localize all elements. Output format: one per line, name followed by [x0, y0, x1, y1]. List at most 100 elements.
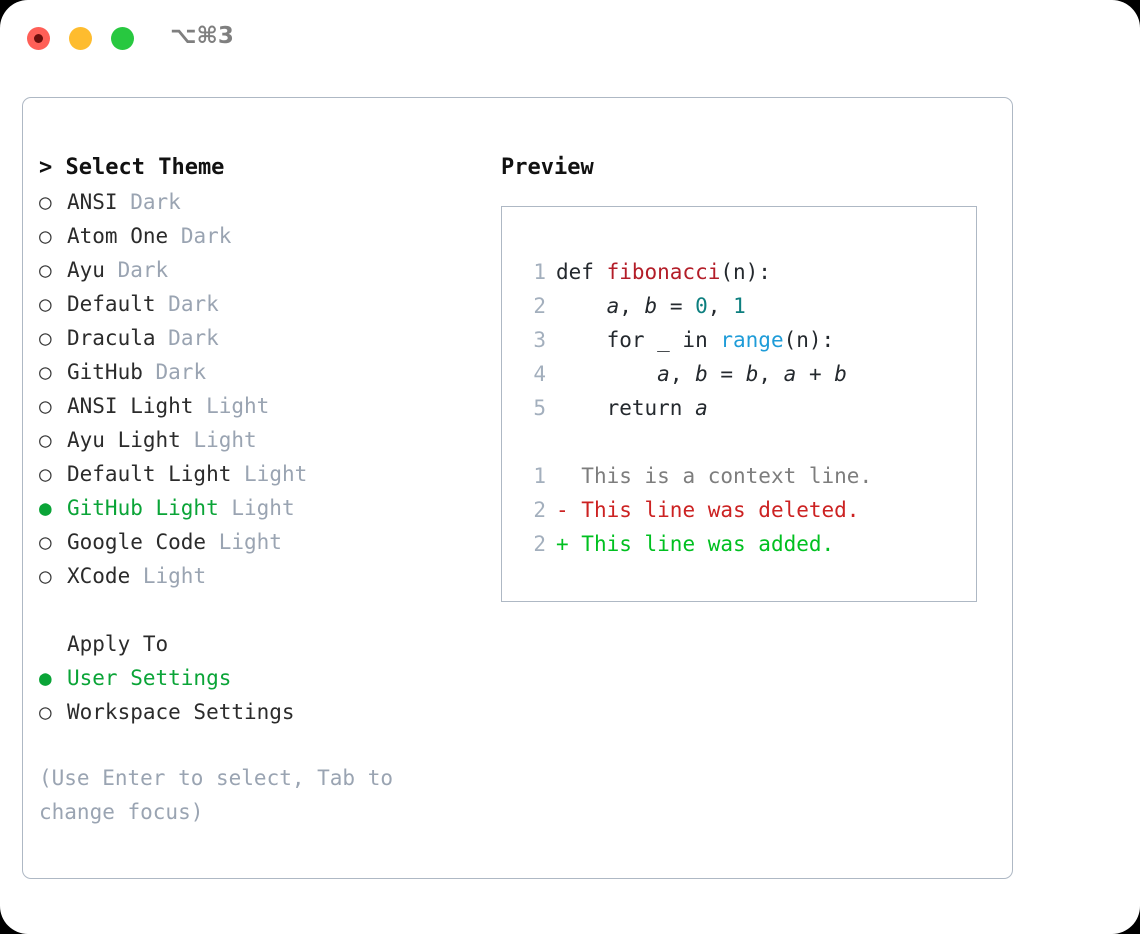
diff-text: This line was deleted.: [568, 498, 860, 522]
theme-category: Light: [193, 428, 257, 452]
diff-marker: +: [556, 532, 569, 556]
theme-list-item[interactable]: ○Dracula Dark: [39, 321, 469, 355]
theme-list-item[interactable]: ● GitHub Light Light: [39, 491, 469, 525]
diff-text: This is a context line.: [568, 464, 873, 488]
theme-category: Light: [231, 496, 295, 520]
theme-name: XCode: [67, 564, 131, 588]
radio-unselected-icon: ○: [39, 564, 52, 588]
code-token: ,: [669, 362, 696, 386]
code-token: ,: [707, 294, 734, 318]
theme-category: Dark: [168, 292, 219, 316]
theme-list-item[interactable]: ○Default Dark: [39, 287, 469, 321]
apply-to-label: Apply To: [67, 632, 169, 656]
code-token: (n):: [783, 328, 835, 352]
theme-name: Ayu Light: [67, 428, 181, 452]
theme-list-item[interactable]: ○Google Code Light: [39, 525, 469, 559]
theme-list-item[interactable]: ○Default Light Light: [39, 457, 469, 491]
code-token: return: [556, 396, 696, 420]
radio-unselected-icon: ○: [39, 326, 52, 350]
code-token: b: [644, 294, 658, 318]
diff-sample: 1 This is a context line.2- This line wa…: [524, 459, 872, 561]
apply-to-option-label: User Settings: [67, 666, 232, 690]
line-number: 2: [533, 294, 546, 318]
diff-marker: [556, 464, 569, 488]
preview-heading: Preview: [501, 155, 594, 180]
code-token: 0: [695, 294, 708, 318]
close-button[interactable]: [27, 27, 50, 50]
spacer: [206, 525, 219, 559]
radio-unselected-icon: ○: [39, 258, 52, 282]
spacer: [156, 287, 169, 321]
code-line: 5 return a: [524, 391, 847, 425]
code-token: fibonacci: [606, 260, 721, 284]
theme-list: ○ANSI Dark○Atom One Dark○Ayu Dark○Defaul…: [39, 185, 469, 593]
line-number: 2: [533, 498, 546, 522]
spacer: [193, 389, 206, 423]
theme-category: Light: [218, 530, 282, 554]
apply-to-option-label: Workspace Settings: [67, 700, 295, 724]
line-number: 1: [533, 464, 546, 488]
content-panel: > Select Theme ○ANSI Dark○Atom One Dark○…: [22, 97, 1013, 879]
spacer: [143, 355, 156, 389]
theme-category: Dark: [168, 326, 219, 350]
radio-unselected-icon: ○: [39, 394, 52, 418]
line-number: 2: [533, 532, 546, 556]
code-token: for _ in: [556, 328, 721, 352]
theme-list-item[interactable]: ○ Ayu Light Light: [39, 423, 469, 457]
select-theme-heading: > Select Theme: [39, 155, 225, 180]
theme-list-item[interactable]: ○ XCode Light: [39, 559, 469, 593]
radio-selected-icon: ●: [39, 666, 52, 690]
code-line: 1 def fibonacci(n):: [524, 255, 847, 289]
theme-name: Default Light: [67, 462, 232, 486]
code-line: 2 a, b = 0, 1: [524, 289, 847, 323]
radio-unselected-icon: ○: [39, 462, 52, 486]
theme-category: Dark: [117, 258, 169, 282]
code-token: +: [796, 362, 835, 386]
code-token: b: [695, 362, 708, 386]
keyboard-hint: (Use Enter to select, Tab to change focu…: [39, 766, 394, 824]
theme-list-item[interactable]: ○ANSI Dark: [39, 185, 469, 219]
theme-name: ANSI: [67, 190, 118, 214]
theme-name: Default: [67, 292, 156, 316]
apply-to-list: ● User Settings ○Workspace Settings: [39, 661, 469, 729]
code-token: =: [657, 294, 696, 318]
line-number: 1: [533, 260, 546, 284]
theme-list-item[interactable]: ○ GitHub Dark: [39, 355, 469, 389]
code-token: a: [657, 362, 670, 386]
diff-text: This line was added.: [568, 532, 835, 556]
code-token: [556, 294, 607, 318]
spacer: [181, 423, 194, 457]
theme-category: Dark: [155, 360, 207, 384]
minimize-button[interactable]: [69, 27, 92, 50]
apply-to-option[interactable]: ● User Settings: [39, 661, 469, 695]
line-number: 4: [533, 362, 546, 386]
line-number: 5: [533, 396, 546, 420]
code-line: 3 for _ in range(n):: [524, 323, 847, 357]
code-token: def: [556, 260, 607, 284]
code-token: [556, 362, 657, 386]
diff-line: 2 + This line was added.: [524, 527, 872, 561]
spacer: [130, 559, 143, 593]
radio-unselected-icon: ○: [39, 360, 52, 384]
code-token: (n):: [720, 260, 771, 284]
radio-unselected-icon: ○: [39, 224, 52, 248]
code-token: =: [707, 362, 746, 386]
code-token: b: [834, 362, 847, 386]
radio-unselected-icon: ○: [39, 530, 52, 554]
theme-name: GitHub Light: [67, 496, 219, 520]
zoom-button[interactable]: [111, 27, 134, 50]
theme-name: Ayu: [67, 258, 105, 282]
theme-category: Light: [206, 394, 270, 418]
theme-category: Light: [142, 564, 207, 588]
theme-list-item[interactable]: ○ANSI Light Light: [39, 389, 469, 423]
code-line: 4 a, b = b, a + b: [524, 357, 847, 391]
spacer: [231, 457, 244, 491]
radio-selected-icon: ●: [39, 496, 52, 520]
apply-to-option[interactable]: ○Workspace Settings: [39, 695, 469, 729]
theme-name: GitHub: [67, 360, 143, 384]
spacer: [219, 491, 232, 525]
radio-unselected-icon: ○: [39, 428, 52, 452]
theme-list-item[interactable]: ○ Ayu Dark: [39, 253, 469, 287]
theme-list-item[interactable]: ○Atom One Dark: [39, 219, 469, 253]
